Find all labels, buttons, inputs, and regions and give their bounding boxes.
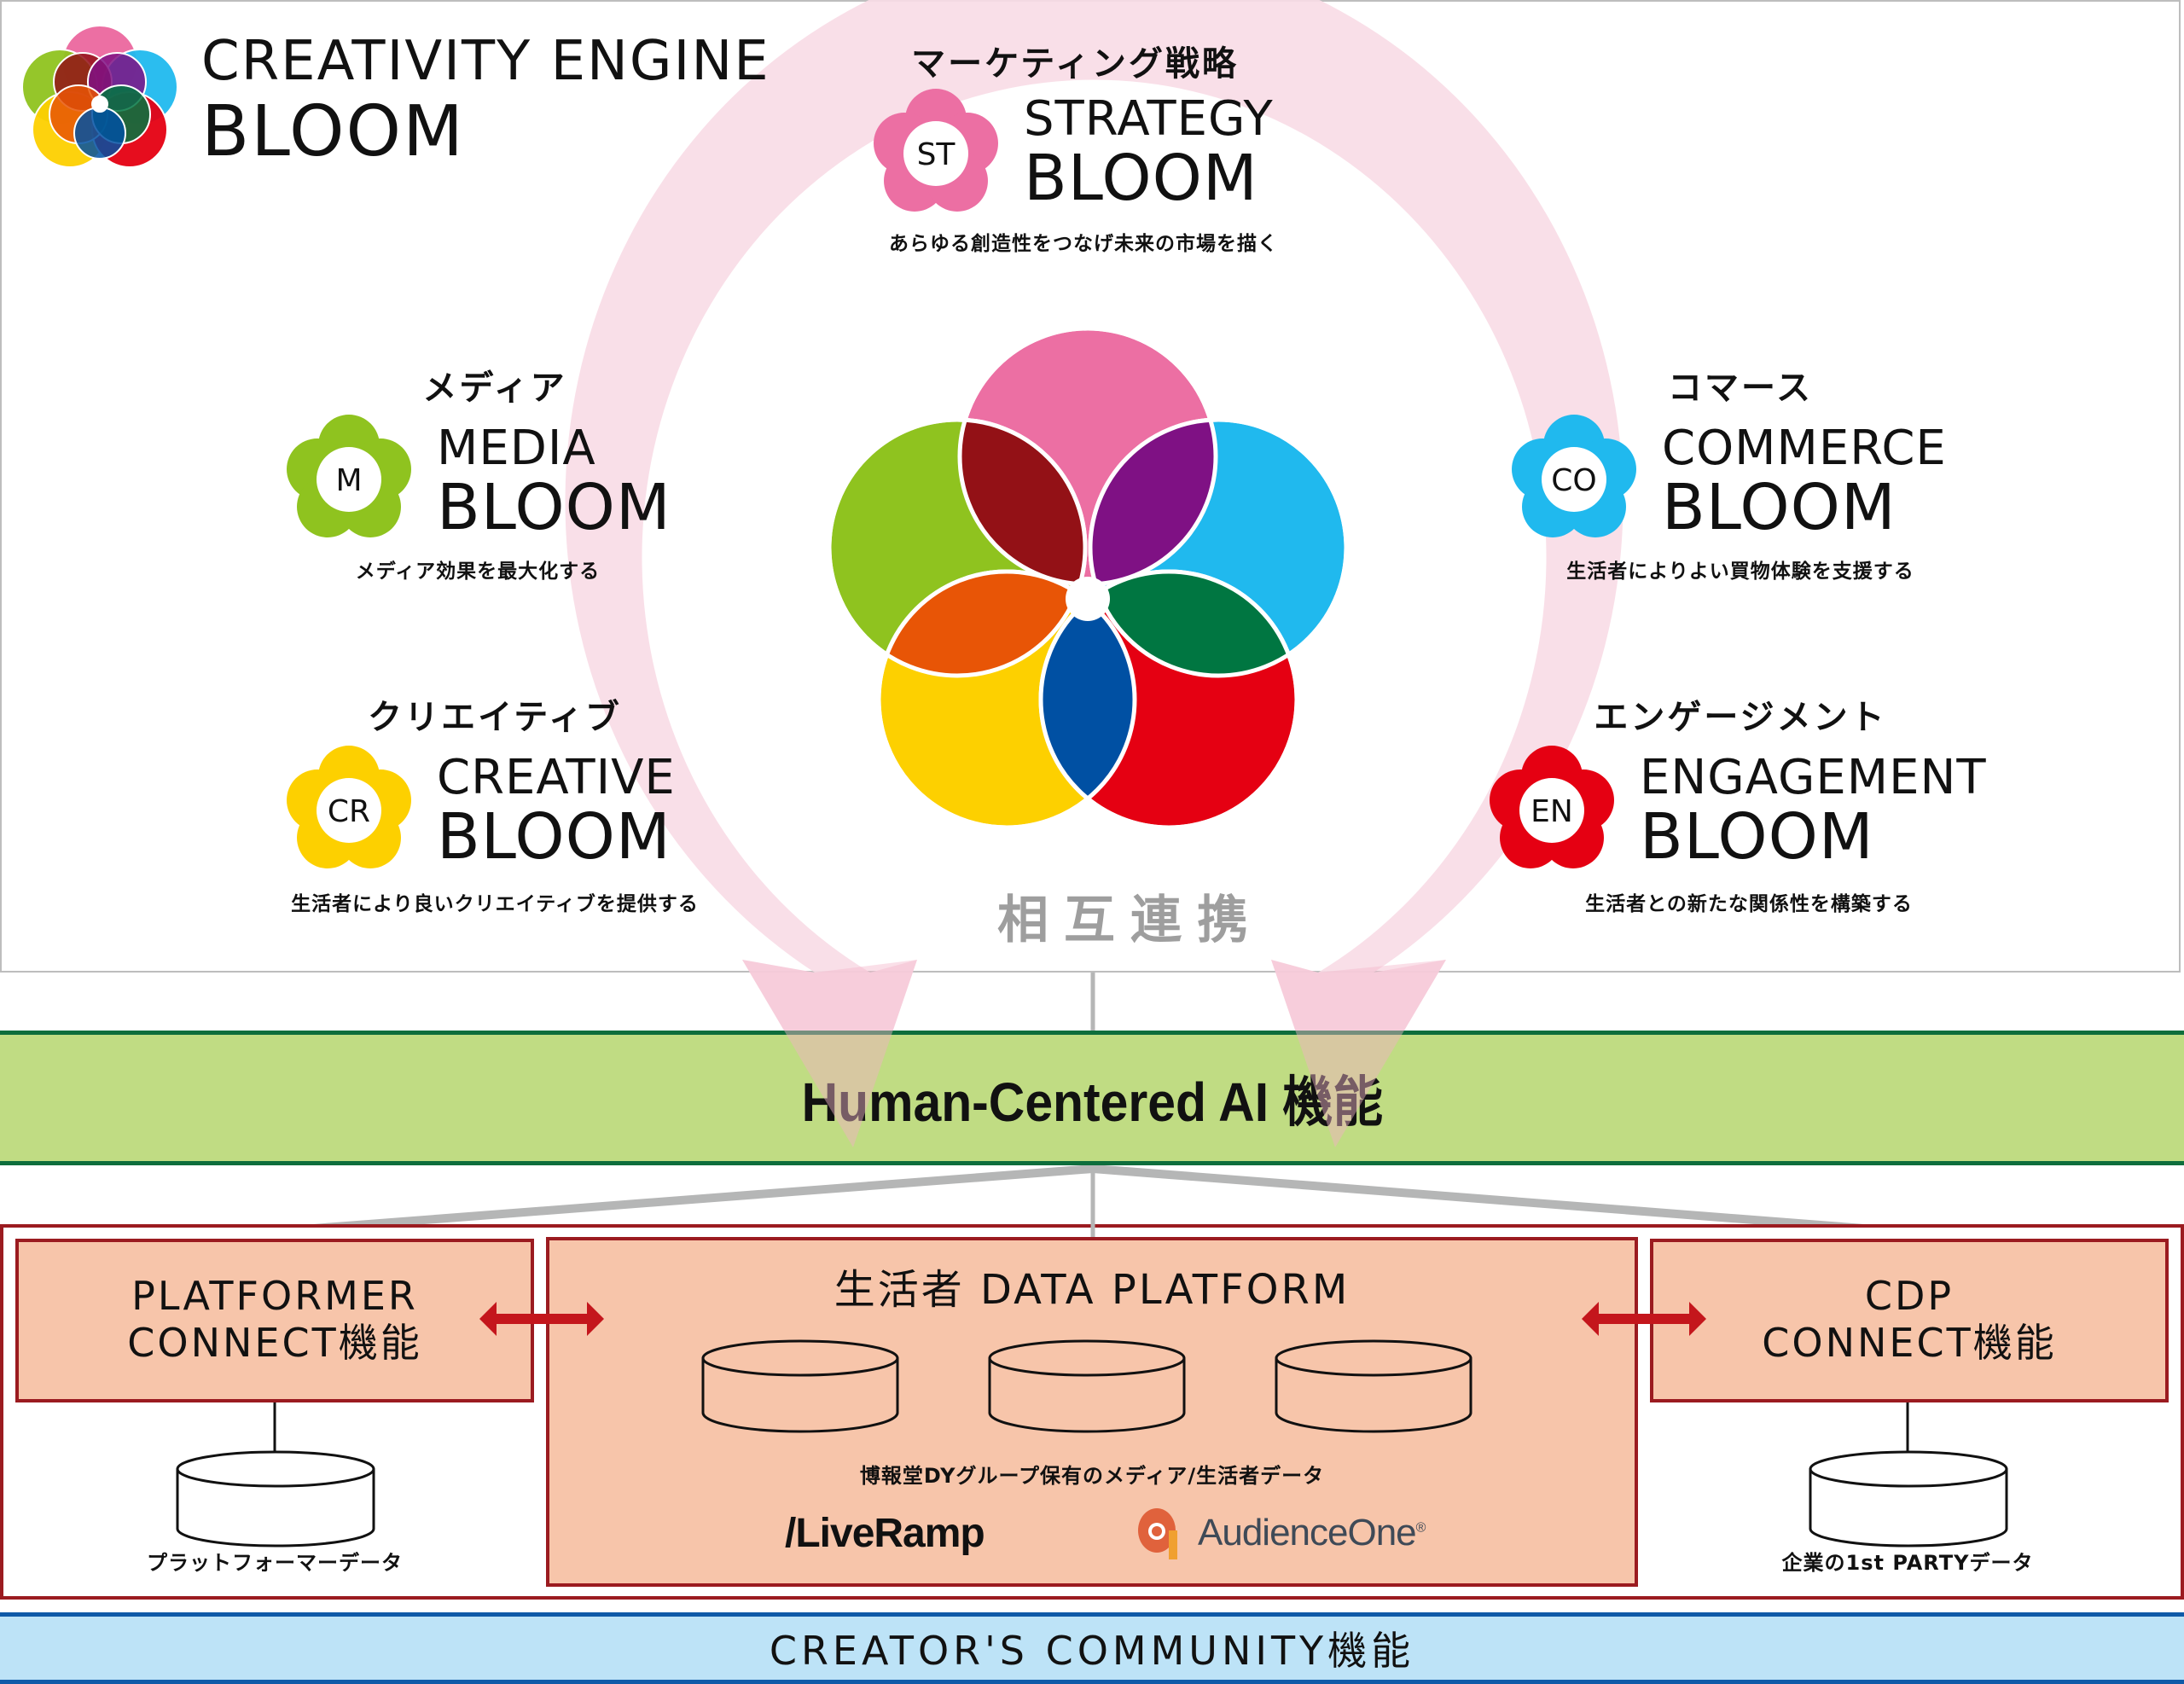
creative-name-line2: BLOOM xyxy=(437,800,671,874)
commerce-name-line1: COMMERCE xyxy=(1662,421,1947,476)
engagement-name-line1: ENGAGEMENT xyxy=(1640,750,1987,805)
platformer-sync-arrow-icon xyxy=(479,1302,604,1336)
community-layer-label: CREATOR'S COMMUNITY機能 xyxy=(769,1628,1415,1674)
strategy-description: あらゆる創造性をつなげ未来の市場を描く xyxy=(889,233,1278,255)
database-icon-1 xyxy=(701,1339,899,1433)
commerce-bloom-badge-icon: CO xyxy=(1512,415,1636,537)
data-platform-databases xyxy=(701,1339,1472,1433)
engagement-bloom-name: ENGAGEMENT BLOOM xyxy=(1640,750,1987,874)
cdp-db-label: 企業の1st PARTYデータ xyxy=(1781,1551,2034,1575)
title-line2: BLOOM xyxy=(201,91,465,172)
creative-name-line1: CREATIVE xyxy=(437,750,676,805)
strategy-bloom-name: STRATEGY BLOOM xyxy=(1024,91,1274,215)
strategy-jp-heading: マーケティング戦略 xyxy=(911,44,1239,84)
platformer-connect-box: PLATFORMER CONNECT機能 xyxy=(15,1239,534,1402)
engagement-description: 生活者との新たな関係性を構築する xyxy=(1585,893,1913,915)
media-name-line1: MEDIA xyxy=(437,421,596,476)
platformer-title-line1: PLATFORMER xyxy=(131,1273,418,1319)
media-bloom-name: MEDIA BLOOM xyxy=(437,421,671,544)
mutual-collaboration-label: 相互連携 xyxy=(997,891,1263,950)
consumer-data-platform-box: 生活者 DATA PLATFORM xyxy=(546,1237,1638,1587)
page-title: CREATIVITY ENGINE BLOOM xyxy=(201,34,770,167)
cdp-title-line2: CONNECT機能 xyxy=(1762,1320,2057,1367)
media-bloom-badge-icon: M xyxy=(287,415,411,537)
platformer-database-icon xyxy=(176,1450,375,1548)
strategy-name-line2: BLOOM xyxy=(1024,142,1258,215)
audienceone-name: AudienceOne xyxy=(1198,1512,1417,1553)
strategy-bloom-badge-icon: ST xyxy=(874,89,998,212)
creative-description: 生活者により良いクリエイティブを提供する xyxy=(291,893,699,915)
creativity-engine-logo-icon xyxy=(21,25,178,168)
platformer-title: PLATFORMER CONNECT機能 xyxy=(19,1273,531,1367)
engagement-jp-heading: エンゲージメント xyxy=(1594,698,1887,737)
engagement-bloom-badge-icon: EN xyxy=(1490,746,1614,868)
liveramp-logo: /LiveRamp xyxy=(785,1511,985,1556)
strategy-badge-text: ST xyxy=(917,137,956,172)
registered-mark: ® xyxy=(1415,1520,1426,1536)
cdp-title: CDP CONNECT機能 xyxy=(1653,1273,2165,1367)
data-platform-title: 生活者 DATA PLATFORM xyxy=(834,1266,1350,1314)
commerce-jp-heading: コマース xyxy=(1668,369,1813,408)
strategy-name-line1: STRATEGY xyxy=(1024,91,1274,147)
database-icon-2 xyxy=(988,1339,1186,1433)
platformer-title-line2: CONNECT機能 xyxy=(127,1320,422,1367)
title-line1: CREATIVITY ENGINE xyxy=(201,30,770,93)
right-arrow-tip-icon xyxy=(1271,960,1446,1147)
creative-jp-heading: クリエイティブ xyxy=(368,698,622,737)
media-badge-text: M xyxy=(335,463,362,498)
cdp-sync-arrow-icon xyxy=(1582,1302,1706,1336)
media-jp-heading: メディア xyxy=(422,369,567,408)
creative-bloom-badge-icon: CR xyxy=(287,746,411,868)
creative-badge-text: CR xyxy=(328,794,370,829)
creators-community-layer: CREATOR'S COMMUNITY機能 xyxy=(0,1612,2184,1684)
media-name-line2: BLOOM xyxy=(437,471,671,544)
audienceone-logo-icon xyxy=(1138,1508,1177,1559)
cdp-connect-box: CDP CONNECT機能 xyxy=(1650,1239,2169,1402)
commerce-name-line2: BLOOM xyxy=(1662,471,1896,544)
engagement-name-line2: BLOOM xyxy=(1640,800,1874,874)
data-platform-caption: 博報堂DYグループ保有のメディア/生活者データ xyxy=(859,1464,1325,1488)
cdp-database-icon xyxy=(1809,1450,2008,1548)
commerce-description: 生活者によりよい買物体験を支援する xyxy=(1566,560,1914,583)
commerce-badge-text: CO xyxy=(1551,463,1596,498)
ai-layer-label: Human-Centered AI 機能 xyxy=(801,1071,1383,1133)
media-description: メディア効果を最大化する xyxy=(355,560,601,583)
database-icon-3 xyxy=(1275,1339,1472,1433)
platformer-db-label: プラットフォーマーデータ xyxy=(147,1551,403,1575)
creative-bloom-name: CREATIVE BLOOM xyxy=(437,750,676,874)
commerce-bloom-name: COMMERCE BLOOM xyxy=(1662,421,1947,544)
audienceone-logo-text: AudienceOne® xyxy=(1198,1512,1426,1554)
cdp-title-line1: CDP xyxy=(1864,1273,1955,1319)
central-bloom-flower xyxy=(827,326,1349,830)
engagement-badge-text: EN xyxy=(1531,794,1573,829)
flower-center xyxy=(1066,577,1110,621)
human-centered-ai-layer: Human-Centered AI 機能 xyxy=(0,1031,2184,1165)
left-arrow-tip-icon xyxy=(742,960,917,1147)
